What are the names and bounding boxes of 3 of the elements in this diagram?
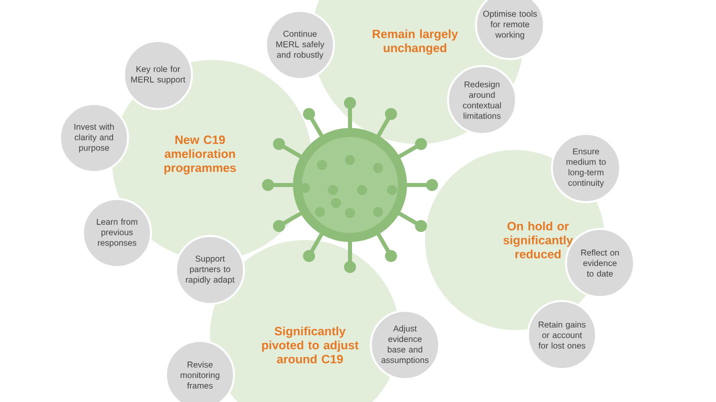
cluster-heading: Significantly pivoted to adjust around C19 [262,326,359,364]
cluster-heading: New C19 amelioration programmes [164,136,236,174]
cluster-heading: Remain largely unchanged [372,29,458,55]
